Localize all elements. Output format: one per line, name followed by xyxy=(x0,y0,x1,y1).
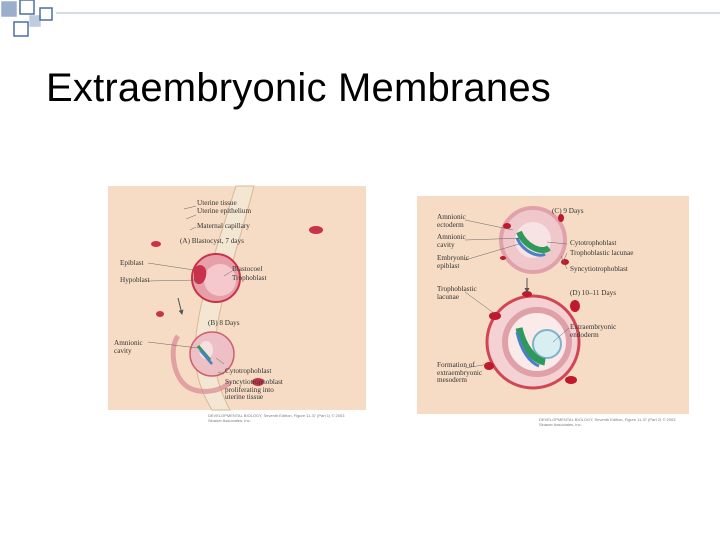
corner-decoration xyxy=(1,0,720,37)
maternal-capillary xyxy=(156,311,164,317)
label-maternal-capillary: Maternal capillary xyxy=(197,222,250,230)
lacuna-c xyxy=(500,256,506,260)
lacuna-c xyxy=(558,214,564,222)
stage-arrow xyxy=(177,297,184,315)
figure-right-illustration xyxy=(417,196,689,414)
label-stage-a: (A) Blastocyst, 7 days xyxy=(180,237,244,245)
label-embryonic-epiblast: Embryonic epiblast xyxy=(437,254,469,270)
inner-cell-mass-a xyxy=(194,265,207,285)
yolk-sac-d xyxy=(532,329,562,359)
label-amnionic-cavity: Amnionic cavity xyxy=(437,233,466,249)
deco-square xyxy=(29,15,41,27)
label-trophoblastic-lacunae-left: Trophoblastic lacunae xyxy=(437,285,477,301)
label-cytotrophoblast: Cytotrophoblast xyxy=(225,367,272,375)
slide-title: Extraembryonic Membranes xyxy=(46,66,551,110)
label-cytotrophoblast: Cytotrophoblast xyxy=(570,239,617,247)
hypoblast-d xyxy=(515,331,540,368)
label-stage-d: (D) 10–11 Days xyxy=(570,289,617,297)
deco-square xyxy=(19,0,35,15)
lacuna-d xyxy=(484,362,494,370)
lacuna-d xyxy=(489,312,501,320)
lacuna-c xyxy=(503,223,511,229)
label-syncytiotrophoblast: Syncytiotrophoblast xyxy=(570,265,628,273)
label-syncytiotrophoblast: Syncytiotrophoblast proliferating into u… xyxy=(225,378,283,402)
lacuna-d xyxy=(565,376,577,384)
figure-blastocyst-implantation: Uterine tissue Uterine epithelium Matern… xyxy=(108,185,366,423)
label-uterine-epithelium: Uterine epithelium xyxy=(197,207,252,215)
hypoblast-b xyxy=(199,349,213,365)
figure-trophoblast-development: (C) 9 Days Amnionic ectoderm Amnionic ca… xyxy=(415,196,695,430)
maternal-capillary xyxy=(309,226,323,234)
label-trophoblast: Trophoblast xyxy=(232,274,267,282)
label-stage-c: (C) 9 Days xyxy=(552,207,584,215)
epiblast-d xyxy=(515,327,546,366)
deco-square xyxy=(39,7,53,21)
blastocoel-a xyxy=(204,264,236,296)
label-epiblast: Epiblast xyxy=(120,259,144,267)
label-uterine-tissue: Uterine tissue xyxy=(197,199,237,207)
epiblast-c xyxy=(516,230,551,253)
figure-right-caption: DEVELOPMENTAL BIOLOGY, Seventh Edition, … xyxy=(539,417,676,427)
label-stage-b: (B) 8 Days xyxy=(208,319,240,327)
label-extraembryonic-endoderm: Extraembryonic endoderm xyxy=(570,323,617,339)
label-amnionic-cavity: Amnionic cavity xyxy=(114,339,143,355)
label-formation-mesoderm: Formation of extraembryonic mesoderm xyxy=(437,361,483,385)
lacuna-d xyxy=(570,300,580,312)
deco-square xyxy=(1,1,17,17)
syncytiotrophoblast-b xyxy=(170,334,232,394)
deco-square xyxy=(13,21,29,37)
label-trophoblastic-lacunae: Trophoblastic lacunae xyxy=(570,249,634,257)
label-amnionic-ectoderm: Amnionic ectoderm xyxy=(437,213,466,229)
maternal-capillary xyxy=(151,241,161,247)
hypoblast-c xyxy=(515,237,546,257)
label-blastocoel: Blastocoel xyxy=(232,265,263,273)
label-hypoblast: Hypoblast xyxy=(120,276,150,284)
figure-left-caption: DEVELOPMENTAL BIOLOGY, Seventh Edition, … xyxy=(208,413,345,423)
figure-left-illustration xyxy=(108,185,366,411)
maternal-capillary xyxy=(252,378,264,386)
